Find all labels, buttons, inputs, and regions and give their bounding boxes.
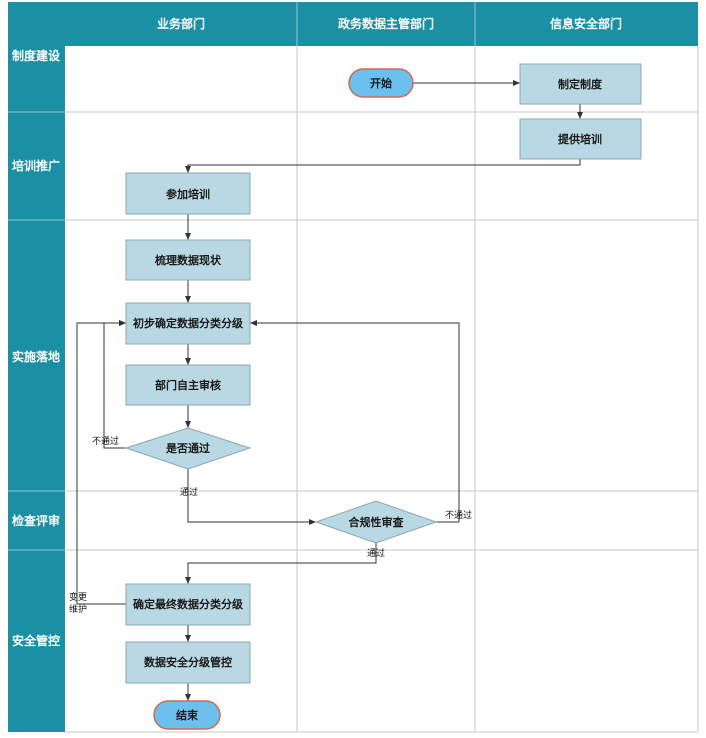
column-header-security: 信息安全部门 — [550, 16, 622, 31]
label-compliance-pass: 通过 — [367, 547, 385, 559]
edge-decision-pass — [187, 469, 316, 525]
node-self-review: 部门自主审核 — [125, 364, 251, 406]
connectors — [76, 80, 583, 701]
node-decision-passed: 是否通过 — [124, 427, 252, 470]
node-end: 结束 — [153, 700, 221, 730]
row-label-training: 培训推广 — [12, 158, 60, 173]
edge-decision-fail-loop — [103, 320, 126, 449]
node-classify: 初步确定数据分类分级 — [125, 302, 251, 345]
node-self-review-label: 部门自主审核 — [155, 378, 221, 392]
label-self-review-fail: 不通过 — [92, 435, 119, 447]
node-training-label: 提供培训 — [558, 132, 602, 146]
row-label-inspection: 检查评审 — [12, 513, 60, 528]
node-compliance-review-label: 合规性审查 — [349, 515, 404, 529]
node-make-policy-label: 制定制度 — [558, 77, 603, 91]
node-sort-data-label: 梳理数据现状 — [154, 253, 222, 267]
row-label-policy: 制度建设 — [12, 48, 61, 63]
node-security-control-label: 数据安全分级管控 — [144, 655, 232, 669]
node-start-label: 开始 — [370, 76, 392, 90]
header-band — [8, 2, 698, 46]
label-change: 变更 — [69, 591, 87, 603]
node-decision-passed-label: 是否通过 — [165, 441, 210, 455]
edge-compliance-fail — [250, 320, 460, 523]
column-header-gov-data: 政务数据主管部门 — [338, 16, 434, 31]
edge-change-maintain — [76, 320, 126, 605]
node-security-control: 数据安全分级管控 — [125, 641, 251, 684]
header-dividers — [296, 2, 476, 46]
node-compliance-review: 合规性审查 — [314, 500, 438, 544]
label-compliance-fail: 不通过 — [445, 509, 472, 521]
edge-compliance-pass — [185, 543, 377, 584]
node-final-classification: 确定最终数据分类分级 — [125, 583, 251, 626]
lane-grid — [65, 46, 699, 733]
row-label-dividers — [8, 111, 65, 551]
column-header-business: 业务部门 — [157, 16, 205, 31]
node-classify-label: 初步确定数据分类分级 — [133, 316, 244, 330]
node-make-policy: 制定制度 — [519, 63, 642, 105]
label-maintain: 维护 — [69, 603, 87, 615]
node-final-classification-label: 确定最终数据分类分级 — [133, 597, 244, 611]
node-attend-training: 参加培训 — [125, 172, 251, 215]
row-label-column — [8, 2, 65, 732]
row-label-security-control: 安全管控 — [12, 633, 60, 648]
node-start: 开始 — [348, 68, 414, 98]
edge-training-to-attend — [185, 159, 581, 173]
node-attend-training-label: 参加培训 — [166, 187, 210, 201]
node-training: 提供培训 — [519, 118, 642, 160]
label-self-review-pass: 通过 — [180, 486, 198, 498]
row-label-implementation: 实施落地 — [12, 349, 60, 364]
node-sort-data: 梳理数据现状 — [125, 239, 251, 281]
node-end-label: 结束 — [175, 708, 199, 722]
